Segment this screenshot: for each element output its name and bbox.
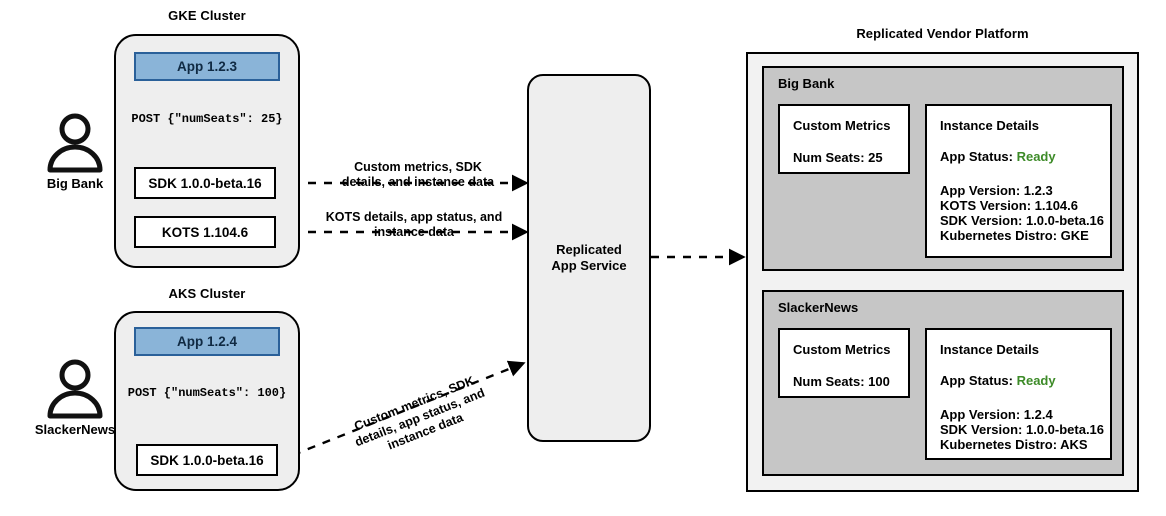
edge-label-kots-to-service: KOTS details, app status, and instance d… [316,210,512,240]
custom-metrics-heading: Custom Metrics [793,342,891,357]
app-status-row: App Status: Ready [940,149,1056,164]
customer-label-slackernews: SlackerNews [34,422,116,437]
aks-sdk-box[interactable]: SDK 1.0.0-beta.16 [136,444,278,476]
customer-big-bank [40,112,110,179]
instance-details-lines: App Version: 1.2.3 KOTS Version: 1.104.6… [940,183,1104,243]
instance-details-box-slackernews: Instance Details App Status: Ready App V… [925,328,1112,460]
instance-details-lines: App Version: 1.2.4 SDK Version: 1.0.0-be… [940,407,1104,452]
instance-detail-line: Kubernetes Distro: GKE [940,228,1089,243]
gke-app-box[interactable]: App 1.2.3 [134,52,280,81]
instance-detail-line: SDK Version: 1.0.0-beta.16 [940,422,1105,437]
custom-metrics-value: Num Seats: 100 [793,374,890,389]
gke-kots-box[interactable]: KOTS 1.104.6 [134,216,276,248]
edge-label-line: details, and instance data [341,175,495,189]
service-title-line-1: Replicated [556,242,622,257]
replicated-app-service-box[interactable]: Replicated App Service [527,74,651,442]
edge-label-line: KOTS details, app status, and [325,210,503,224]
gke-sdk-box[interactable]: SDK 1.0.0-beta.16 [134,167,276,199]
platform-title: Replicated Vendor Platform [856,26,1029,41]
aks-app-box[interactable]: App 1.2.4 [134,327,280,356]
person-icon [47,359,103,419]
app-status-row: App Status: Ready [940,373,1056,388]
custom-metrics-heading: Custom Metrics [793,118,891,133]
tenant-name-big-bank: Big Bank [778,76,835,91]
instance-detail-line: App Version: 1.2.4 [940,407,1053,422]
service-title-line-2: App Service [551,258,627,273]
customer-slackernews [40,358,110,425]
tenant-name-slackernews: SlackerNews [778,300,859,315]
instance-details-heading: Instance Details [940,118,1039,133]
instance-details-heading: Instance Details [940,342,1039,357]
aks-post-label: POST {"numSeats": 100} [127,386,287,400]
instance-detail-line: Kubernetes Distro: AKS [940,437,1088,452]
app-status-label: App Status: [940,373,1013,388]
instance-detail-line: KOTS Version: 1.104.6 [940,198,1079,213]
customer-label-big-bank: Big Bank [46,176,104,191]
person-icon [47,113,103,173]
instance-detail-line: SDK Version: 1.0.0-beta.16 [940,213,1105,228]
custom-metrics-box-slackernews: Custom Metrics Num Seats: 100 [778,328,910,398]
instance-details-box-big-bank: Instance Details App Status: Ready App V… [925,104,1112,258]
edge-label-aks-to-service: Custom metrics, SDK details, app status,… [328,364,512,472]
custom-metrics-box-big-bank: Custom Metrics Num Seats: 25 [778,104,910,174]
edge-label-line: Custom metrics, SDK [354,160,482,174]
gke-post-label: POST {"numSeats": 25} [131,112,283,126]
edge-label-line: instance data [374,225,454,239]
status-badge: Ready [1016,373,1056,388]
edge-label-sdk-to-service: Custom metrics, SDK details, and instanc… [330,160,506,190]
aks-cluster-title: AKS Cluster [168,286,246,301]
status-badge: Ready [1016,149,1056,164]
custom-metrics-value: Num Seats: 25 [793,150,883,165]
app-status-label: App Status: [940,149,1013,164]
gke-cluster-title: GKE Cluster [168,8,246,23]
instance-detail-line: App Version: 1.2.3 [940,183,1053,198]
